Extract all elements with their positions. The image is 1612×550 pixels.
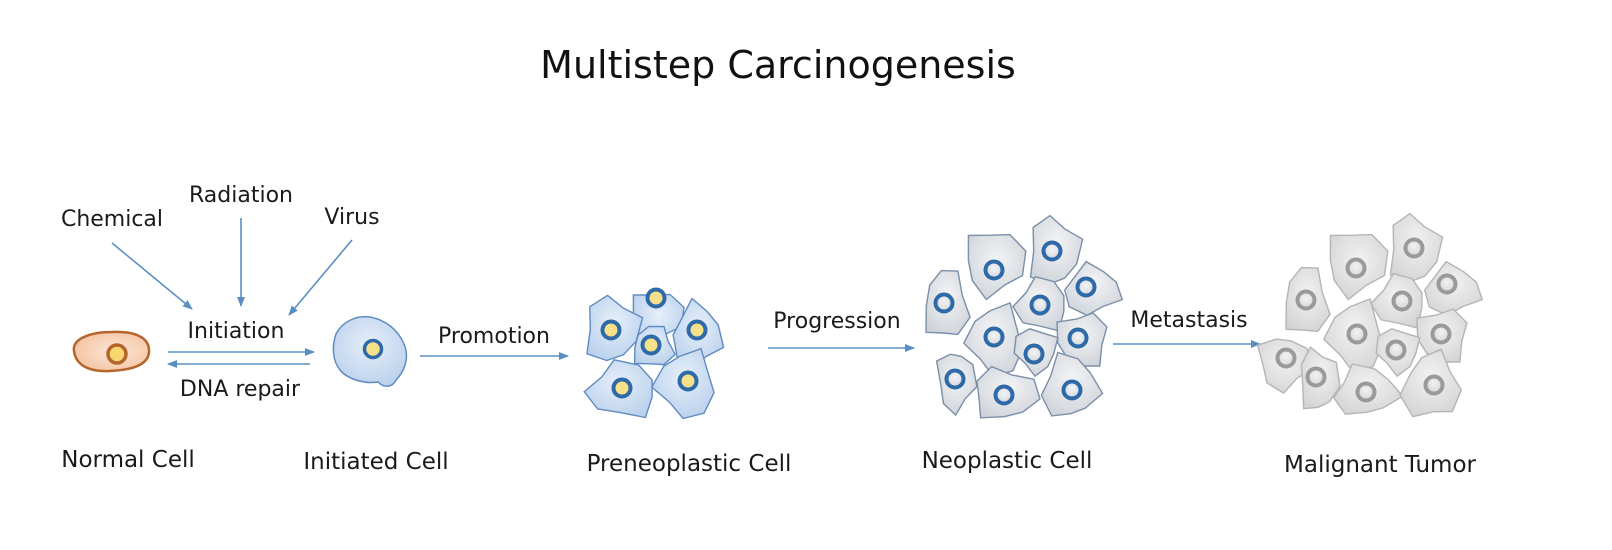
nucleus [1029, 294, 1051, 316]
nucleus [1061, 379, 1083, 401]
stage-preneoplastic-cell: Preneoplastic Cell [587, 451, 792, 477]
agent-radiation: Radiation [189, 183, 293, 208]
normal-cell-icon [72, 330, 151, 373]
nucleus [1423, 374, 1445, 396]
initiation-label: Initiation [188, 319, 285, 344]
nucleus [1346, 323, 1368, 345]
virus-arrow [288, 239, 353, 316]
malignant-tumor-icon [1256, 212, 1484, 418]
preneoplastic-cell-icon [583, 287, 725, 420]
nucleus [933, 292, 955, 314]
agent-virus: Virus [324, 205, 379, 230]
nucleus [1305, 366, 1327, 388]
nucleus [1385, 339, 1407, 361]
nucleus [1023, 343, 1045, 365]
agent-chemical: Chemical [61, 207, 163, 232]
nucleus [944, 368, 966, 390]
nucleus [1067, 327, 1089, 349]
initiated-cell-icon [332, 315, 408, 387]
nucleus [645, 287, 667, 309]
progression-label: Progression [773, 309, 900, 334]
stage-normal-cell: Normal Cell [61, 447, 195, 473]
nucleus [983, 326, 1005, 348]
dna-repair-label: DNA repair [180, 377, 301, 402]
stage-malignant-tumor: Malignant Tumor [1284, 452, 1477, 478]
stage-initiated-cell: Initiated Cell [303, 449, 448, 475]
nucleus [677, 370, 699, 392]
nucleus [983, 259, 1005, 281]
promotion-label: Promotion [438, 324, 550, 349]
metastasis-label: Metastasis [1130, 308, 1247, 333]
nucleus [1275, 347, 1297, 369]
stage-neoplastic-cell: Neoplastic Cell [922, 448, 1093, 474]
nucleus [1345, 257, 1367, 279]
nucleus [600, 319, 622, 341]
nucleus [1391, 290, 1413, 312]
nucleus [1430, 323, 1452, 345]
nucleus [1295, 289, 1317, 311]
neoplastic-cell-icon [925, 214, 1124, 419]
nucleus [1075, 276, 1097, 298]
chemical-arrow [111, 242, 193, 310]
nucleus [1355, 381, 1377, 403]
nucleus [1436, 273, 1458, 295]
nucleus [1403, 237, 1425, 259]
nucleus [611, 377, 633, 399]
nucleus [993, 384, 1015, 406]
nucleus [1041, 240, 1063, 262]
nucleus [640, 334, 662, 356]
diagram-title: Multistep Carcinogenesis [540, 43, 1016, 87]
nucleus [686, 319, 708, 341]
